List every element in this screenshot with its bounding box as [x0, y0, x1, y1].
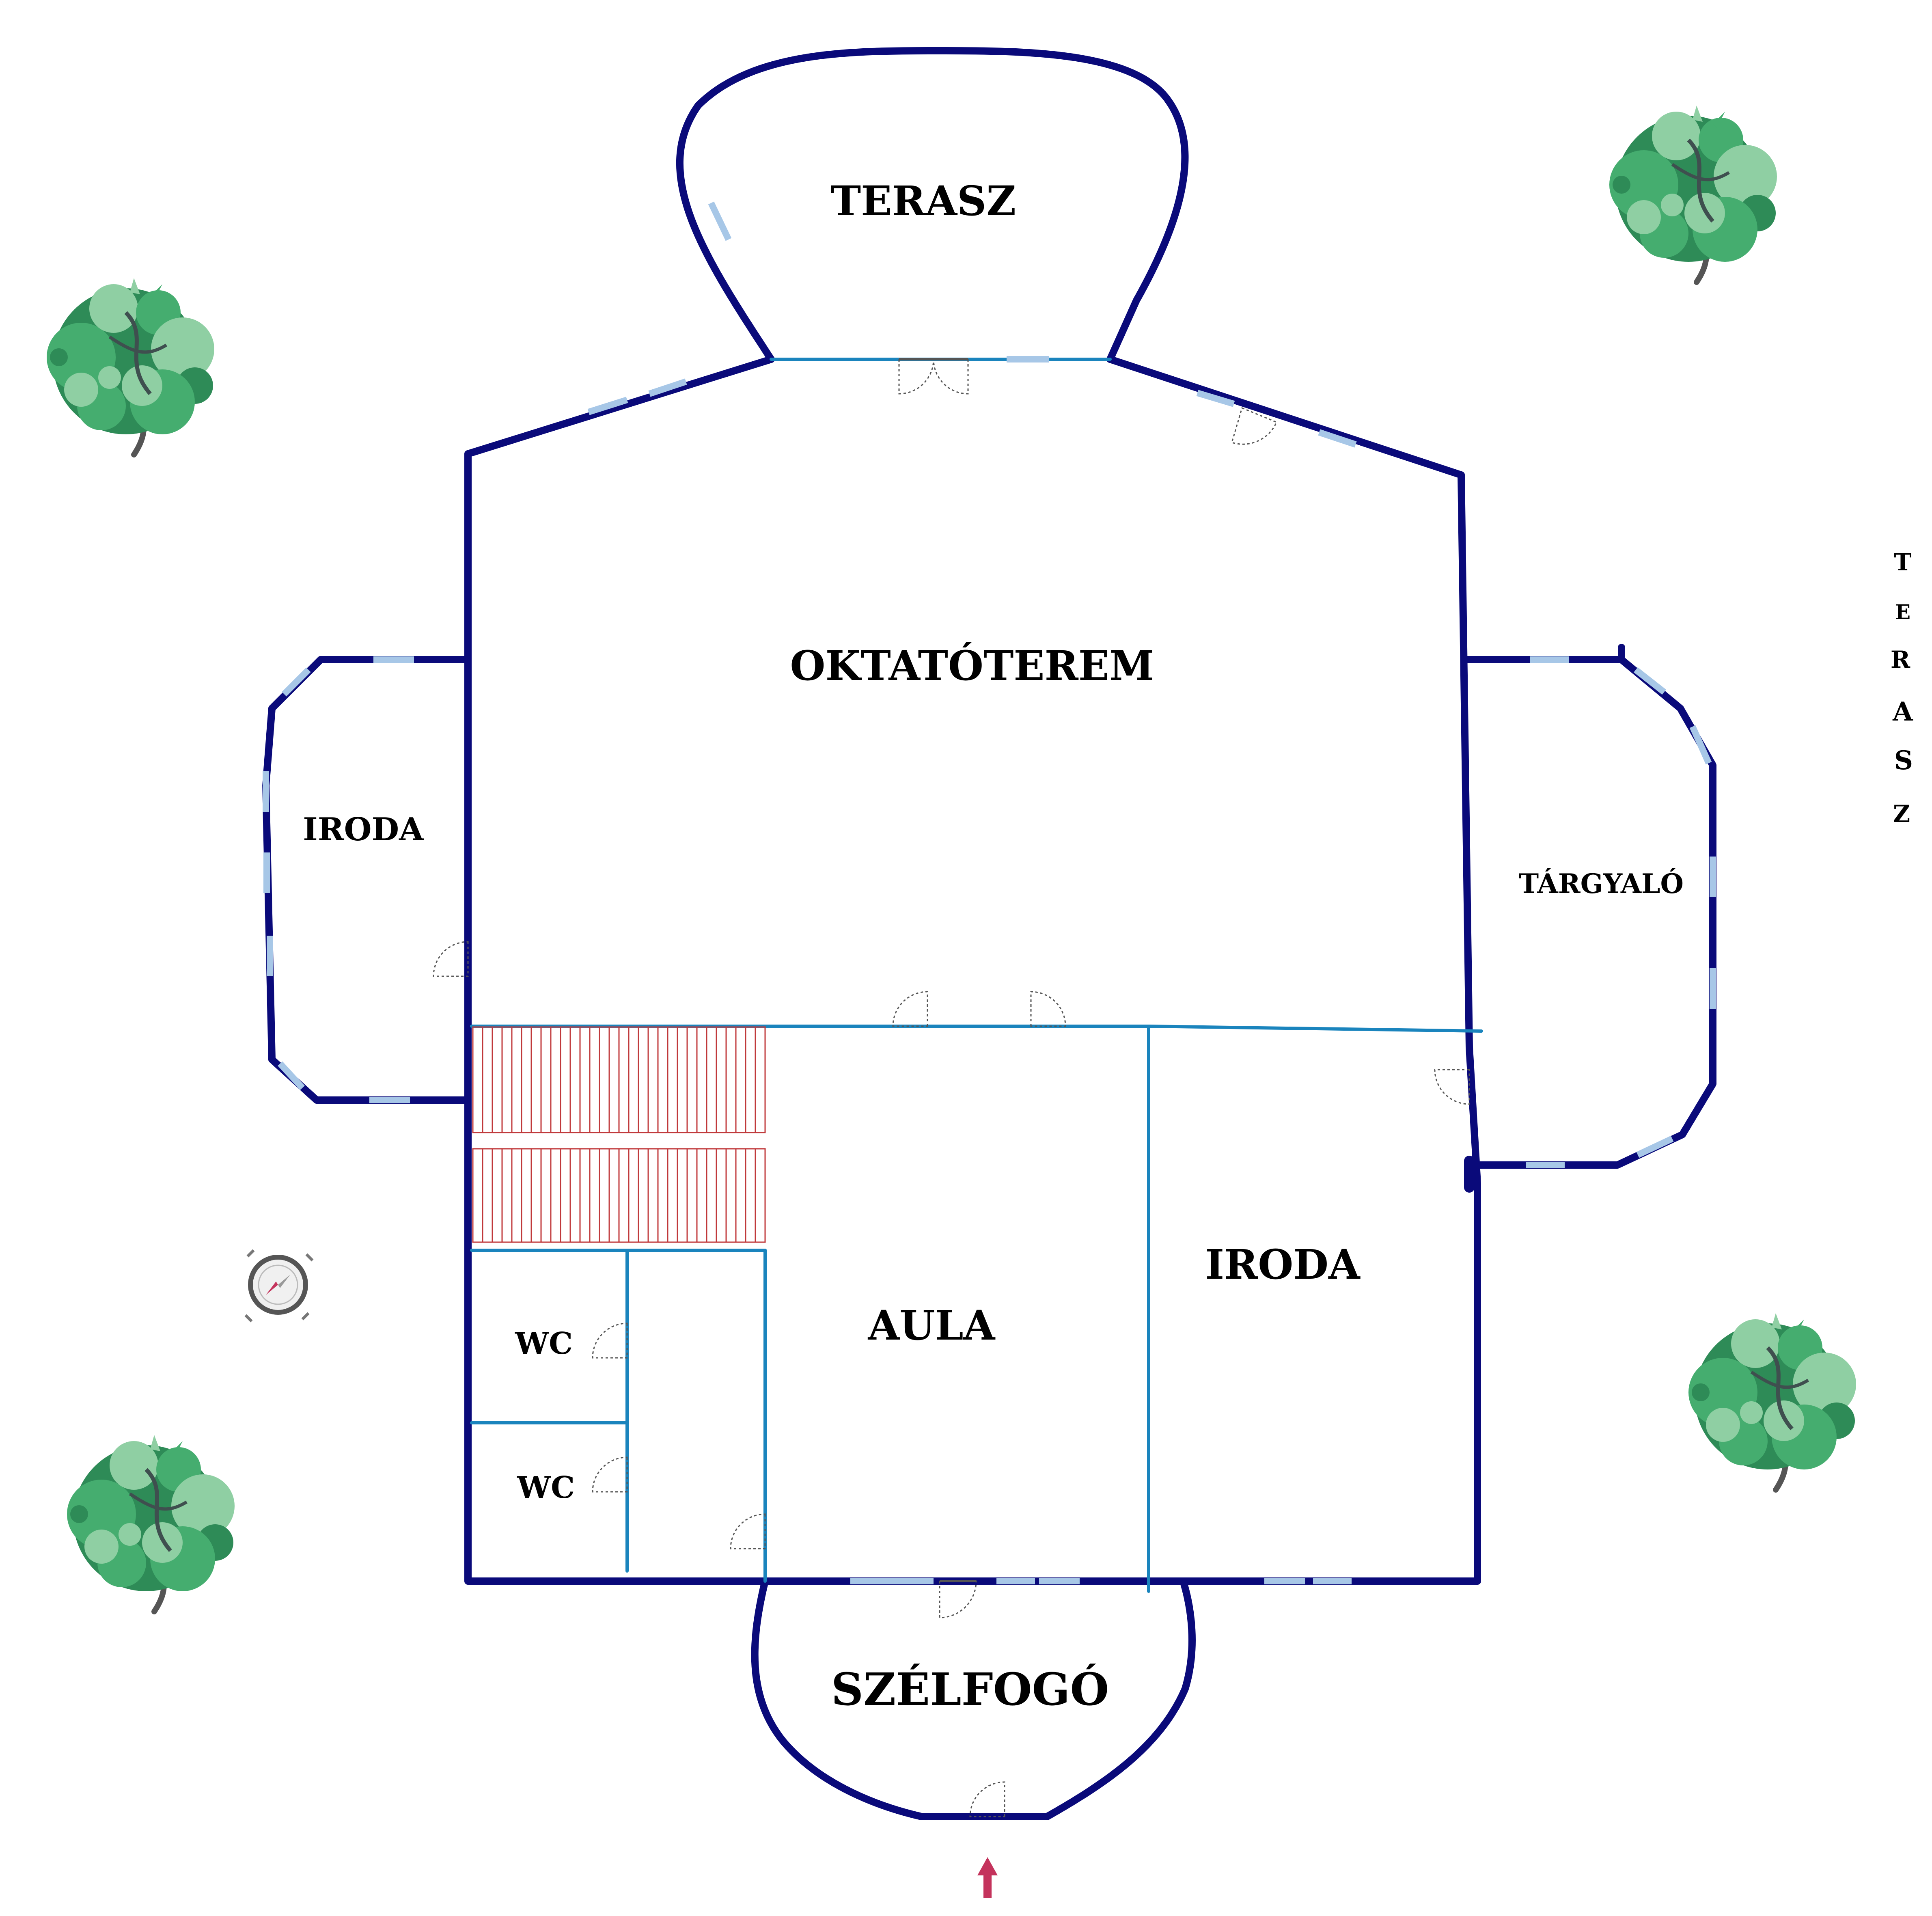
terasz-letter: T [1894, 548, 1911, 576]
tree-icon [1609, 106, 1777, 282]
terasz-letter: S [1894, 745, 1913, 776]
room-labels: TERASZ OKTATÓTEREM IRODA TÁRGYALÓ AULA I… [303, 177, 1684, 1715]
terasz-east-vertical-label: T E R A S Z [1891, 548, 1913, 828]
compass-icon [244, 1249, 314, 1323]
door-main-entrance[interactable] [969, 1781, 1005, 1817]
stairs [472, 1026, 766, 1243]
inner-walls [470, 358, 1483, 1593]
terasz-letter: Z [1893, 800, 1910, 828]
room-label-wc-lower: WC [517, 1470, 575, 1505]
door-terrace-left[interactable] [898, 358, 934, 395]
room-label-targyalo: TÁRGYALÓ [1519, 868, 1684, 900]
room-label-iroda-east: IRODA [1205, 1241, 1361, 1288]
room-label-terasz: TERASZ [831, 177, 1016, 225]
door-corridor[interactable] [730, 1513, 766, 1549]
door-wc-lower[interactable] [592, 1456, 628, 1493]
room-label-szelfogo: SZÉLFOGÓ [831, 1663, 1109, 1715]
door-aula-oktatoterem-left[interactable] [892, 991, 928, 1027]
door-wc-upper[interactable] [592, 1323, 628, 1359]
terasz-letter: A [1892, 697, 1913, 727]
terasz-letter: R [1891, 646, 1910, 673]
door-terrace-right[interactable] [933, 358, 969, 395]
room-label-iroda-west: IRODA [303, 811, 424, 848]
tree-icon [67, 1435, 235, 1612]
room-label-wc-upper: WC [515, 1326, 573, 1361]
tree-icon [47, 278, 214, 455]
outer-walls [262, 47, 1716, 1820]
door-oktatoterem-northeast[interactable] [1231, 407, 1277, 445]
door-targyalo[interactable] [1434, 1069, 1470, 1105]
terasz-letter: E [1895, 600, 1910, 624]
entrance-arrow-icon [977, 1857, 998, 1898]
doors [433, 358, 1470, 1817]
door-aula-oktatoterem-right[interactable] [1030, 991, 1066, 1027]
door-aula-szelfogo[interactable] [939, 1580, 977, 1618]
tree-icon [1688, 1313, 1856, 1490]
room-label-aula: AULA [868, 1301, 996, 1349]
door-iroda-west[interactable] [433, 941, 469, 977]
windows [263, 201, 1716, 1584]
room-label-oktatoterem: OKTATÓTEREM [790, 642, 1154, 690]
